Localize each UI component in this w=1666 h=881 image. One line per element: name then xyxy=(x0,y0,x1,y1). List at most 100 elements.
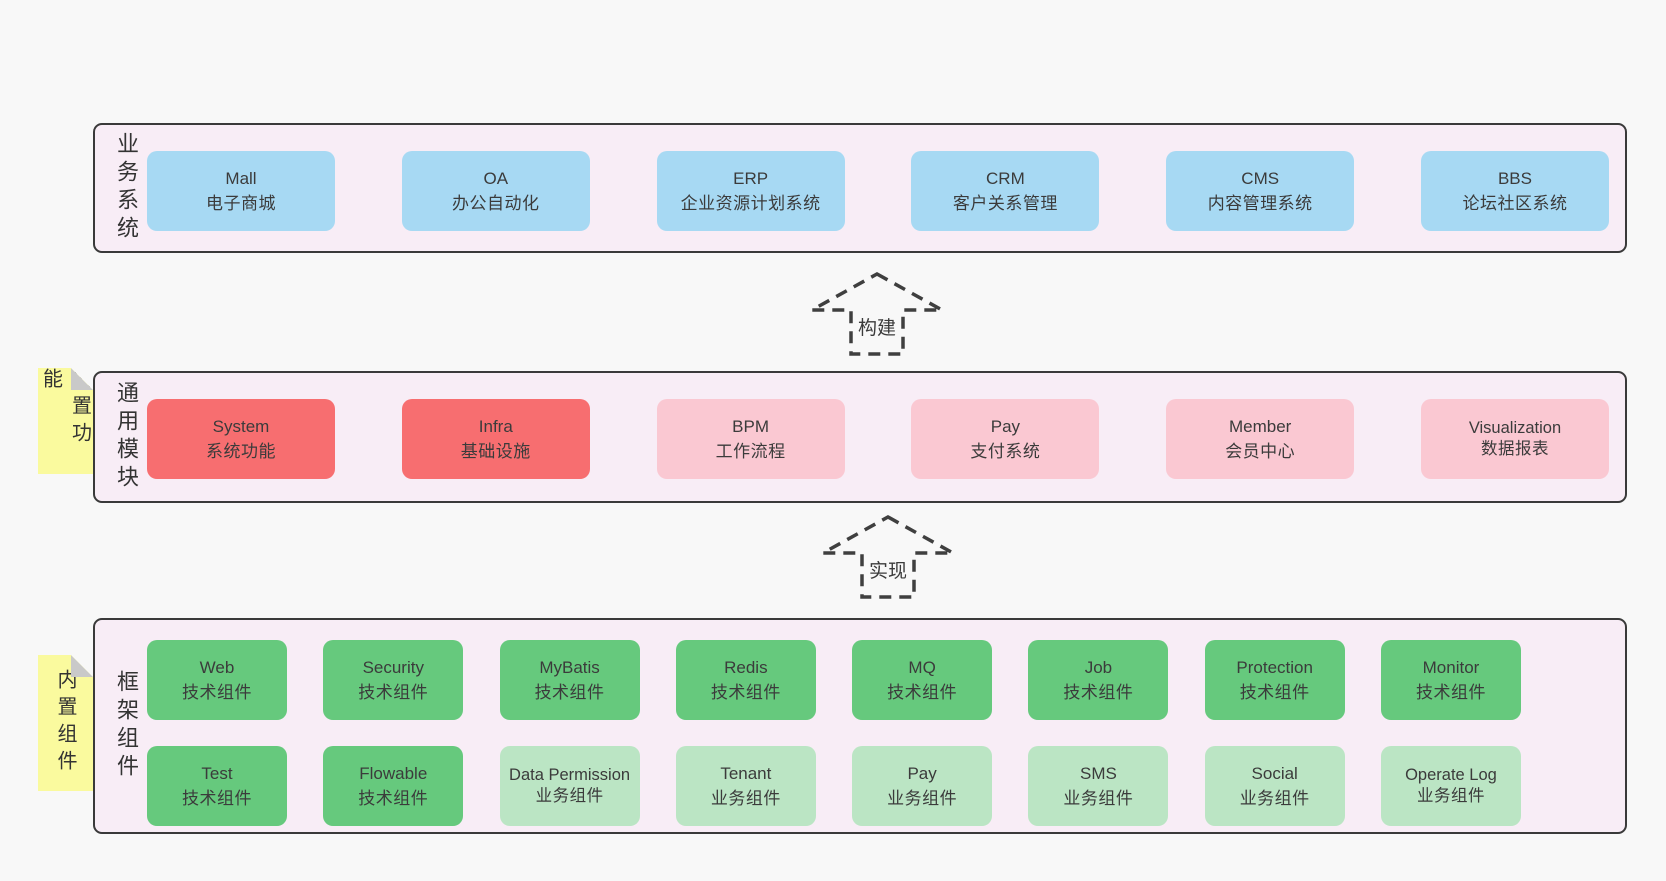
box-mybatis: MyBatis 技术组件 xyxy=(499,640,640,720)
box-crm: CRM 客户关系管理 xyxy=(911,151,1100,231)
sticky-fold-corner-icon xyxy=(71,368,93,390)
box-member: Member 会员中心 xyxy=(1166,399,1355,479)
box-title: Data Permission xyxy=(509,766,631,785)
box-social: Social 业务组件 xyxy=(1204,746,1345,826)
panel-common-modules: 通用模块 System 系统功能 Infra 基础设施 BPM 工作流程 Pay 支付系统 Me… xyxy=(93,371,1627,503)
box-security: Security 技术组件 xyxy=(323,640,464,720)
box-title: Job xyxy=(1084,657,1113,677)
modules-boxes-row: System 系统功能 Infra 基础设施 BPM 工作流程 Pay 支付系统 Member 会… xyxy=(147,399,1609,479)
sticky-note-built-in-features: 内置功能 xyxy=(38,368,93,474)
box-title: Infra xyxy=(478,416,513,436)
up-arrow-icon xyxy=(821,515,955,599)
box-subtitle: 数据报表 xyxy=(1480,440,1549,458)
box-subtitle: 技术组件 xyxy=(358,789,429,808)
box-subtitle: 技术组件 xyxy=(1239,683,1310,702)
box-data-permission: Data Permission 业务组件 xyxy=(499,746,640,826)
box-subtitle: 内容管理系统 xyxy=(1207,194,1313,213)
box-subtitle: 技术组件 xyxy=(534,683,605,702)
box-title: Member xyxy=(1229,416,1292,436)
box-mq: MQ 技术组件 xyxy=(852,640,993,720)
box-title: Operate Log xyxy=(1405,766,1497,785)
box-subtitle: 支付系统 xyxy=(970,442,1041,461)
box-title: Test xyxy=(201,763,233,783)
box-subtitle: 业务组件 xyxy=(1416,787,1485,805)
box-title: Monitor xyxy=(1422,657,1480,677)
box-subtitle: 业务组件 xyxy=(1239,789,1310,808)
box-subtitle: 技术组件 xyxy=(1415,683,1486,702)
box-subtitle: 基础设施 xyxy=(460,442,531,461)
box-subtitle: 业务组件 xyxy=(887,789,958,808)
box-job: Job 技术组件 xyxy=(1028,640,1169,720)
sticky-fold-corner-icon xyxy=(71,655,93,677)
box-erp: ERP 企业资源计划系统 xyxy=(656,151,845,231)
panel-side-label: 框架组件 xyxy=(114,670,139,782)
box-redis: Redis 技术组件 xyxy=(675,640,816,720)
box-subtitle: 业务组件 xyxy=(1063,789,1134,808)
box-monitor: Monitor 技术组件 xyxy=(1380,640,1521,720)
box-subtitle: 技术组件 xyxy=(710,683,781,702)
box-subtitle: 客户关系管理 xyxy=(952,194,1058,213)
box-subtitle: 技术组件 xyxy=(1063,683,1134,702)
box-system: System 系统功能 xyxy=(147,399,335,479)
box-test: Test 技术组件 xyxy=(147,746,287,826)
panel-side-label: 通用模块 xyxy=(114,381,139,493)
box-title: Mall xyxy=(225,168,257,188)
box-subtitle: 业务组件 xyxy=(535,787,604,805)
box-title: SMS xyxy=(1079,763,1117,783)
box-subtitle: 工作流程 xyxy=(715,442,786,461)
box-title: Tenant xyxy=(720,763,772,783)
box-subtitle: 企业资源计划系统 xyxy=(680,194,821,213)
box-title: MQ xyxy=(908,657,936,677)
box-subtitle: 技术组件 xyxy=(887,683,958,702)
box-title: CRM xyxy=(986,168,1025,188)
box-tenant: Tenant 业务组件 xyxy=(675,746,816,826)
box-subtitle: 系统功能 xyxy=(206,442,276,461)
box-operate-log: Operate Log 业务组件 xyxy=(1380,746,1521,826)
box-title: BPM xyxy=(732,416,770,436)
box-title: ERP xyxy=(733,168,769,188)
box-mall: Mall 电子商城 xyxy=(147,151,335,231)
sticky-note-label: 内置组件 xyxy=(54,669,76,777)
dashed-up-arrow-build: 构建 xyxy=(810,272,944,356)
box-subtitle: 业务组件 xyxy=(710,789,781,808)
up-arrow-icon xyxy=(810,272,944,356)
box-subtitle: 技术组件 xyxy=(182,789,252,808)
box-bbs: BBS 论坛社区系统 xyxy=(1420,151,1609,231)
box-title: BBS xyxy=(1497,168,1532,188)
arrow-label: 实现 xyxy=(864,556,912,583)
box-subtitle: 技术组件 xyxy=(182,683,252,702)
box-title: System xyxy=(212,416,270,436)
box-sms: SMS 业务组件 xyxy=(1028,746,1169,826)
box-title: Social xyxy=(1251,763,1298,783)
arrow-label: 构建 xyxy=(853,313,901,340)
box-title: Web xyxy=(199,657,235,677)
box-oa: OA 办公自动化 xyxy=(401,151,590,231)
box-pay: Pay 业务组件 xyxy=(852,746,993,826)
box-title: Pay xyxy=(907,763,937,783)
box-subtitle: 技术组件 xyxy=(358,683,429,702)
box-subtitle: 电子商城 xyxy=(206,194,276,213)
box-web: Web 技术组件 xyxy=(147,640,287,720)
box-title: Redis xyxy=(724,657,768,677)
box-subtitle: 办公自动化 xyxy=(452,194,540,213)
box-title: MyBatis xyxy=(539,657,600,677)
box-title: Pay xyxy=(990,416,1021,436)
box-subtitle: 会员中心 xyxy=(1225,442,1296,461)
box-title: Security xyxy=(362,657,424,677)
box-subtitle: 论坛社区系统 xyxy=(1462,194,1568,213)
sticky-note-built-in-components: 内置组件 xyxy=(38,655,93,791)
box-infra: Infra 基础设施 xyxy=(401,399,590,479)
box-bpm: BPM 工作流程 xyxy=(656,399,845,479)
box-title: OA xyxy=(483,168,509,188)
dashed-up-arrow-implement: 实现 xyxy=(821,515,955,599)
